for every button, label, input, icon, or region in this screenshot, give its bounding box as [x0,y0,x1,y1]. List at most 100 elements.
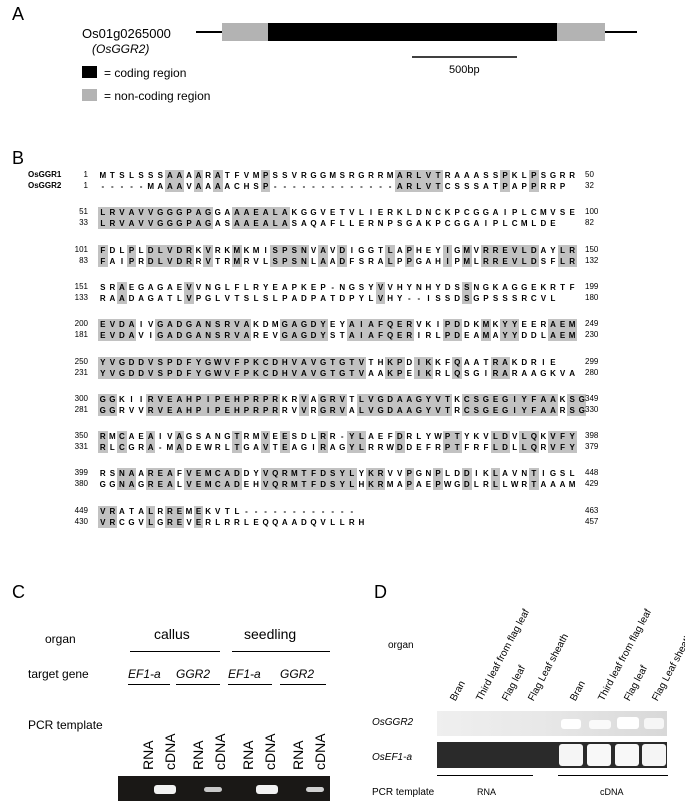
legend-coding-text: = coding region [104,66,187,80]
template-label-c: cDNA [212,733,228,770]
start-position: 51 [79,207,88,217]
gene-id: Os01g0265000 [82,26,171,41]
end-position: 132 [585,255,599,265]
lane-label-d: Flag leaf [622,663,651,703]
start-position: 350 [74,431,88,441]
sequence-name: OsGGR1 [28,170,62,179]
gel-panel-c [118,776,330,801]
template-cdna-d: cDNA [600,787,624,797]
band-seedling-ggr2 [306,787,324,792]
start-position: 430 [74,516,88,526]
cdna-underline [558,775,668,776]
template-label-c: cDNA [312,733,328,770]
end-position: 230 [585,330,599,340]
rna-underline [437,775,533,776]
gene-underline-3 [228,684,272,685]
end-position: 429 [585,479,599,489]
band-d-ggr2-flag [617,717,639,729]
pcr-template-row-label: PCR template [28,718,103,732]
start-position: 399 [74,468,88,478]
template-rna-d: RNA [477,787,497,797]
lane-label-d: Flag leaf [500,663,529,703]
gene-underline-4 [280,684,326,685]
organ-row-label: organ [45,632,76,646]
start-position: 331 [74,442,88,452]
organ-label-d: organ [388,640,414,651]
lane-label-d: Third leaf from flag leaf [596,607,655,703]
start-position: 300 [74,393,88,403]
end-position: 180 [585,292,599,302]
end-position: 299 [585,356,599,366]
template-label-c: cDNA [162,733,178,770]
gene-structure-diagram [196,23,637,58]
gene-underline-1 [128,684,170,685]
band-d-ef1a-flag [615,744,639,766]
end-position: 82 [585,218,594,228]
organ-seedling: seedling [244,626,297,642]
gene-underline-2 [176,684,220,685]
start-position: 101 [74,244,88,254]
band-seedling-ef1a [256,785,278,794]
start-position: 200 [74,319,88,329]
start-position: 181 [74,330,88,340]
template-label-c: cDNA [262,733,278,770]
gel-panel-d-ggr2 [437,711,667,736]
organ-callus: callus [154,626,190,642]
legend-noncoding-text: = non-coding region [104,89,211,103]
lane-label-d: Flag Leaf sheath [526,632,571,703]
end-position: 50 [585,170,594,179]
gene-ggr2-1: GGR2 [176,667,211,681]
end-position: 448 [585,468,599,478]
end-position: 100 [585,207,599,217]
template-label-c: RNA [190,740,206,770]
lane-label-d: Bran [568,679,588,703]
band-callus-ef1a [154,785,176,794]
start-position: 1 [83,170,88,179]
end-position: 199 [585,281,599,291]
coding-region [268,23,557,41]
start-position: 151 [74,281,88,291]
gel-panel-d-ef1a [437,742,667,768]
scale-label: 500bp [449,64,480,76]
legend-coding-swatch [82,66,97,78]
gene-name: (OsGGR2) [92,42,150,56]
sequence-name: OsGGR2 [28,181,62,190]
utr-3-prime [557,23,605,41]
utr-5-prime [222,23,268,41]
end-position: 379 [585,442,599,452]
end-position: 457 [585,516,599,526]
legend-noncoding-swatch [82,89,97,101]
end-position: 349 [585,393,599,403]
template-label-d: PCR template [372,787,435,798]
callus-underline [130,651,220,652]
band-d-ggr2-sheath [644,718,664,729]
